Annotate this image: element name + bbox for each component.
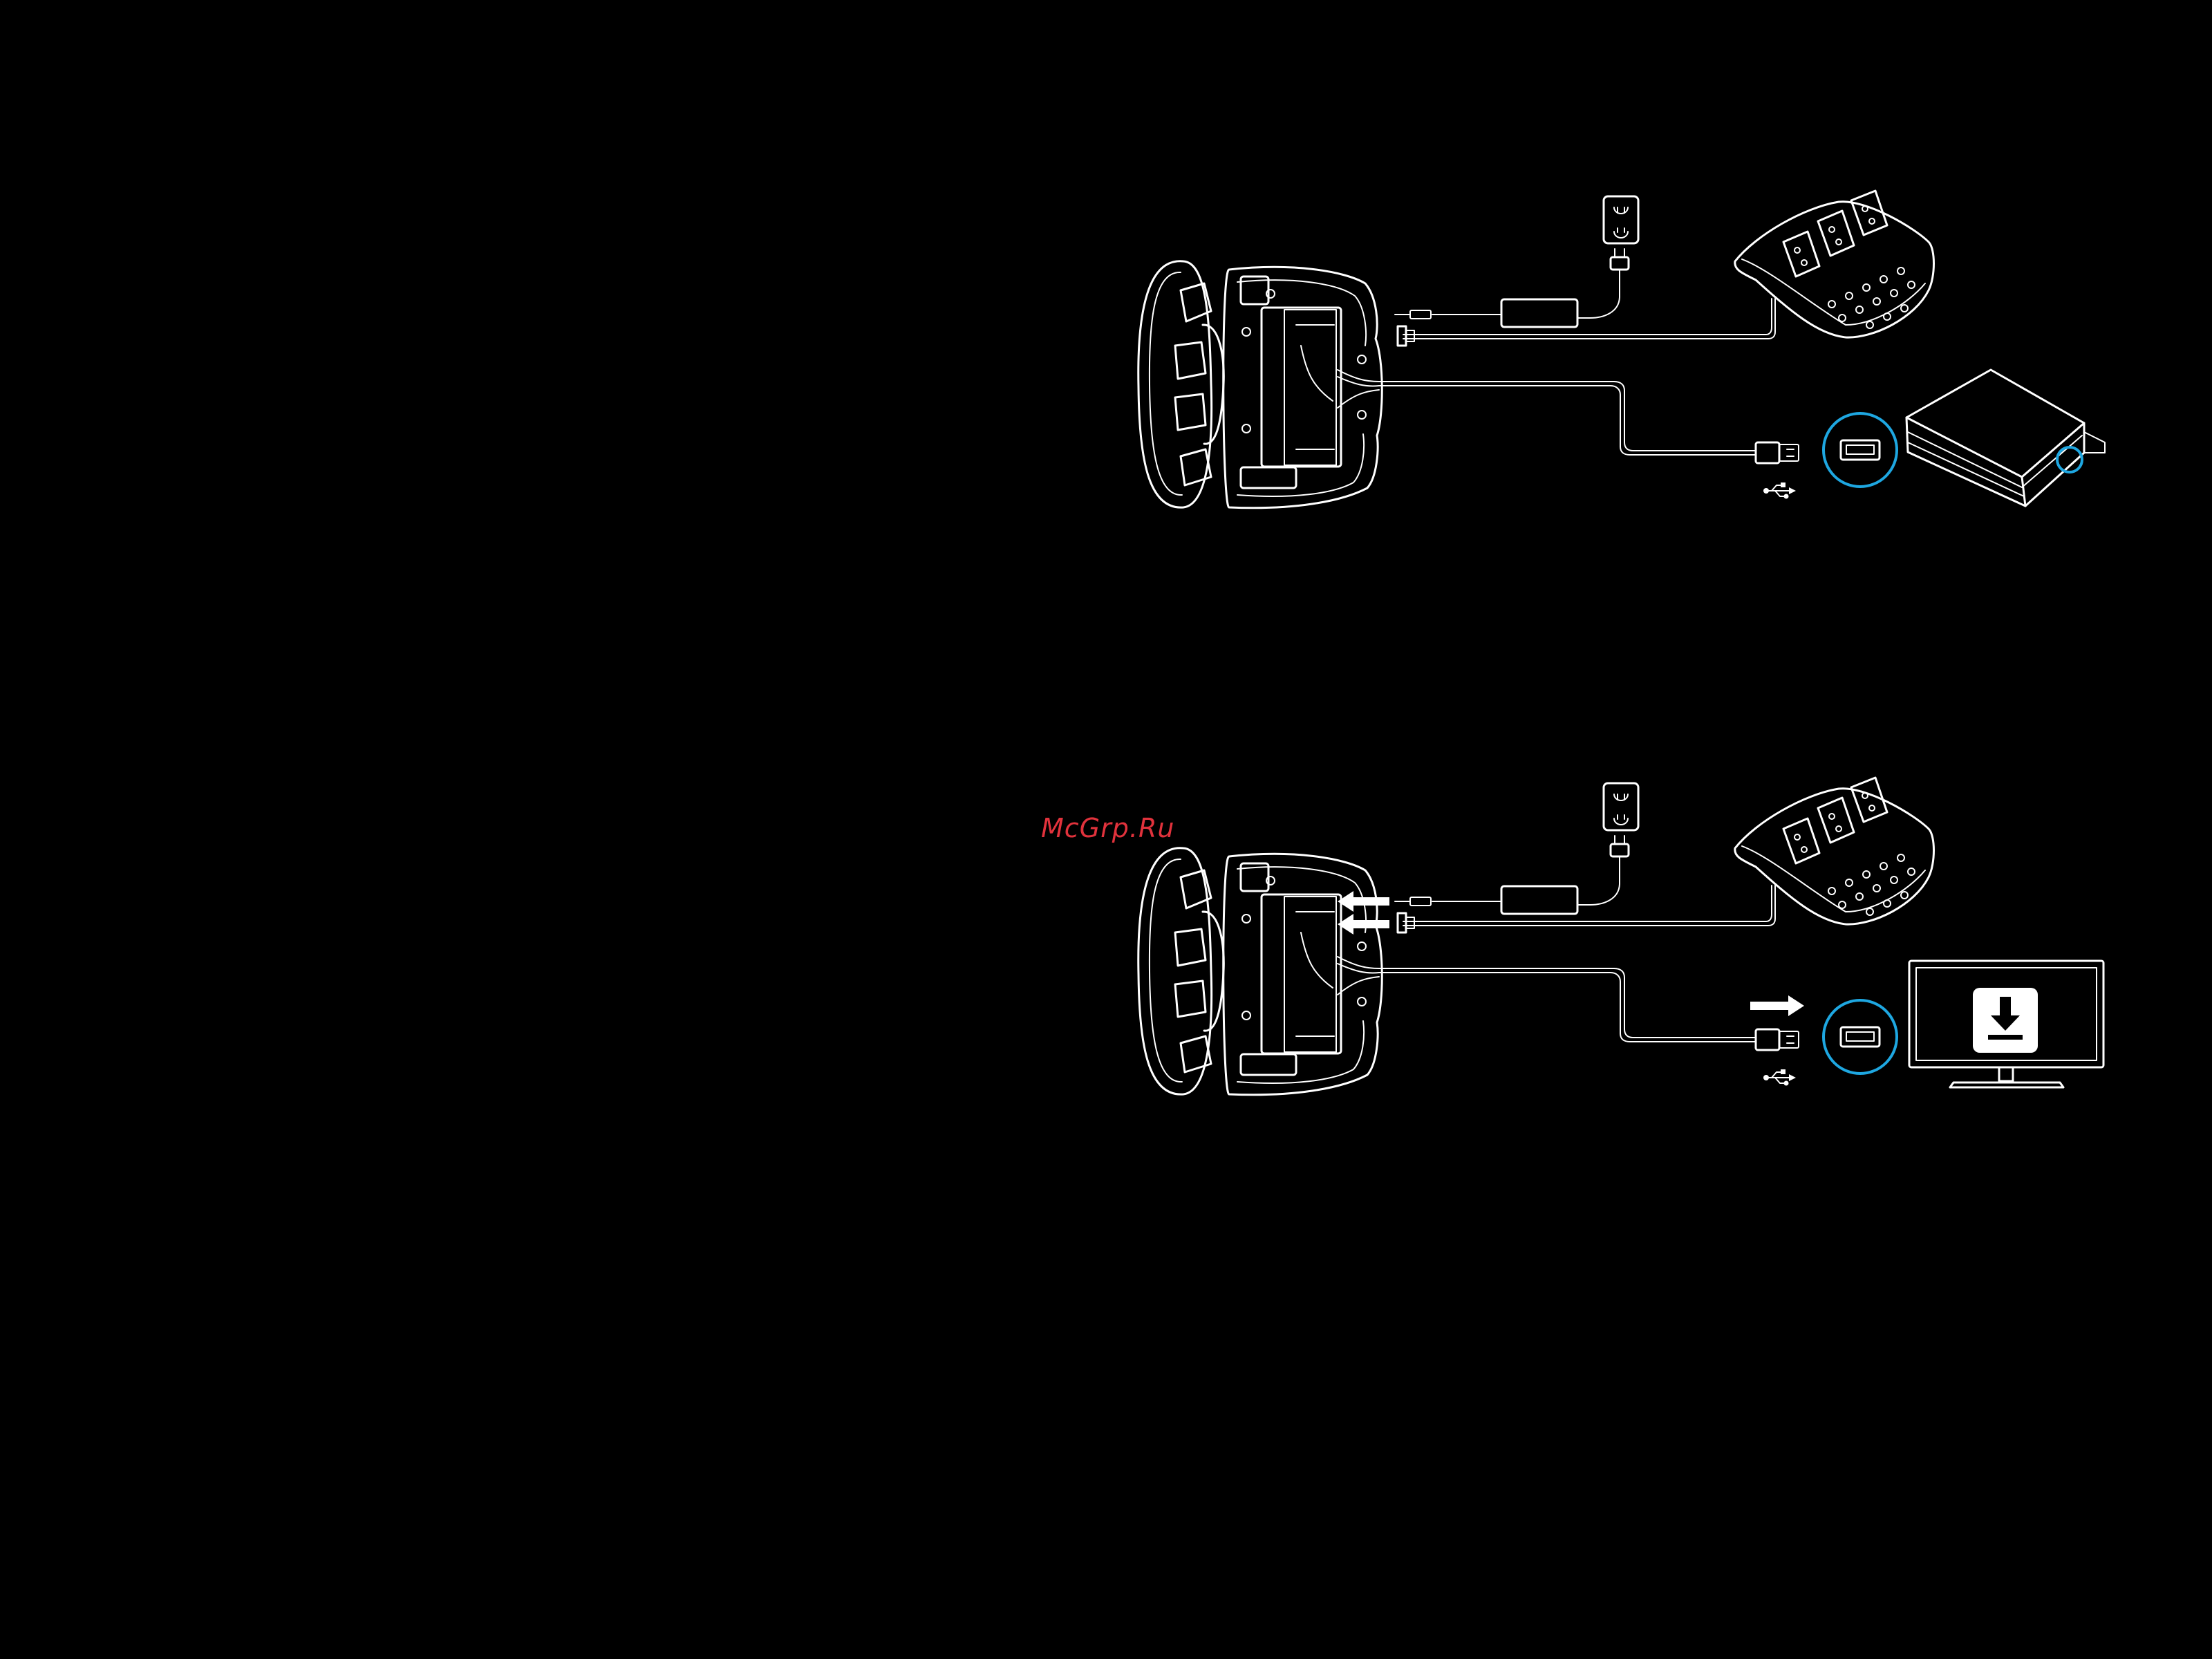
- console-setup-panel: [1138, 191, 2105, 508]
- pedals-illustration: [1735, 191, 1934, 337]
- wheel-base-illustration: [1138, 261, 1382, 508]
- power-outlet-icon: [1604, 196, 1638, 270]
- cables-and-power-adapter: [1379, 270, 1799, 463]
- usb-symbol-icon: [1763, 482, 1796, 499]
- wheel-base-illustration: [1138, 848, 1382, 1095]
- power-outlet-icon: [1604, 783, 1638, 856]
- download-icon: [1973, 988, 2038, 1053]
- pedals-illustration: [1735, 778, 1934, 924]
- usb-symbol-icon: [1763, 1069, 1796, 1086]
- watermark-text: McGrp.Ru: [1041, 813, 1174, 843]
- game-console-illustration: [1906, 370, 2105, 506]
- pc-setup-panel: [1138, 778, 2103, 1095]
- cables-and-power-adapter: [1379, 856, 1799, 1050]
- connection-arrows: [1338, 891, 1804, 1016]
- console-usb-port-highlight: [2057, 447, 2082, 472]
- usb-port-callout: [1824, 413, 1897, 487]
- usb-port-callout: [1824, 1000, 1897, 1074]
